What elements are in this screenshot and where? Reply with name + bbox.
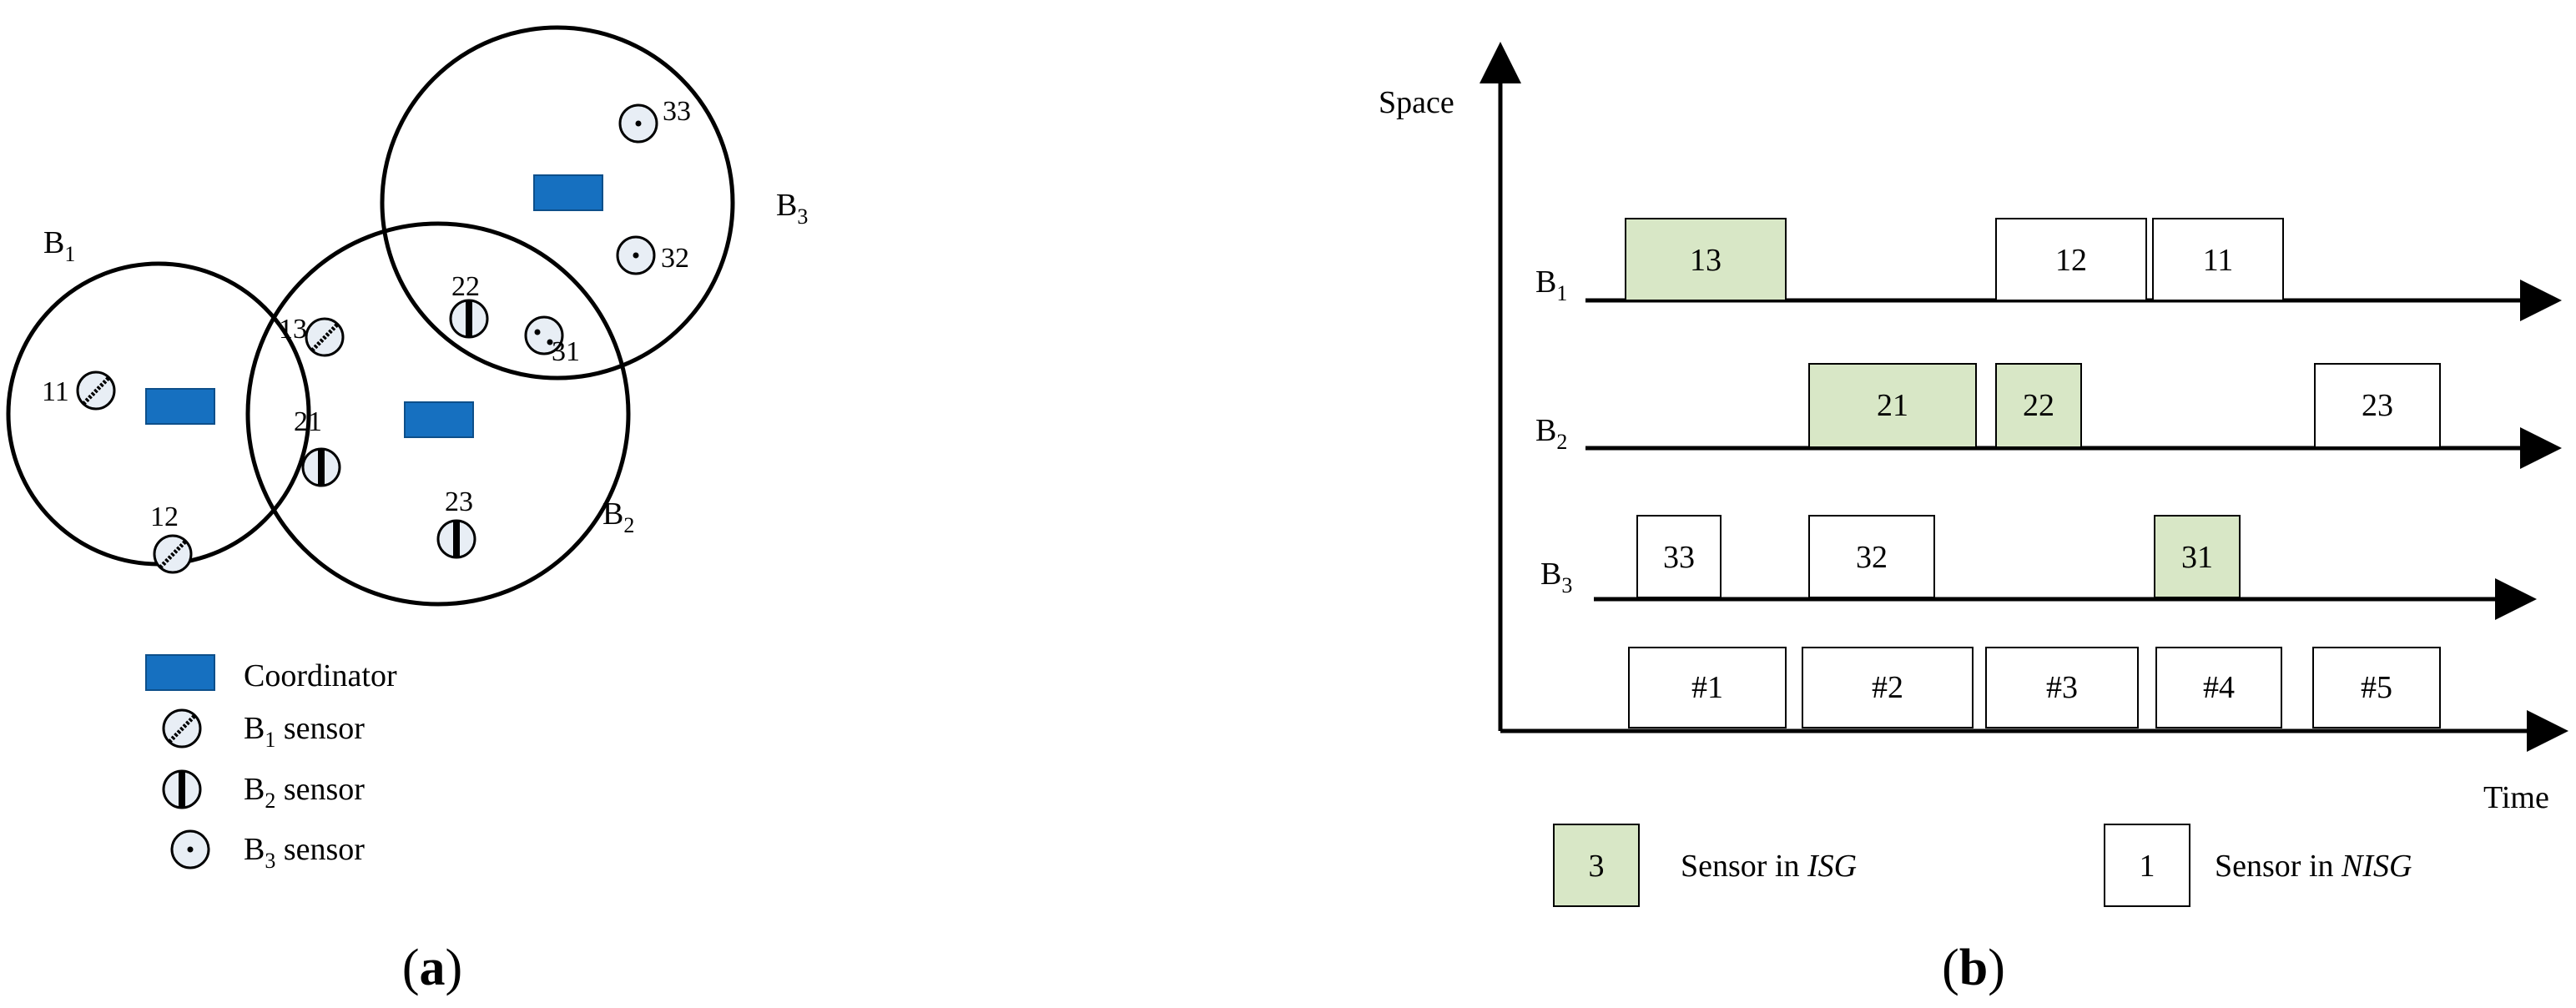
y-axis-label: Space — [1379, 85, 1454, 120]
slot-31-box — [2154, 515, 2241, 598]
sensor-label-12: 12 — [150, 501, 179, 532]
time-slot-4-box — [2155, 647, 2282, 728]
time-slot-1-box — [1628, 647, 1787, 728]
slot-12-box — [1995, 218, 2147, 301]
slot-13-box — [1625, 218, 1787, 301]
legend-nisg-text: Sensor in NISG — [2215, 849, 2412, 884]
time-slot-3-box — [1985, 647, 2139, 728]
sensor-13 — [305, 317, 345, 357]
coordinator-b1 — [145, 388, 215, 425]
ban-b3-label: B3 — [776, 188, 808, 229]
sensor-label-11: 11 — [42, 376, 69, 407]
x-axis-label: Time — [2483, 780, 2549, 815]
slot-31-label: 31 — [2181, 540, 2213, 575]
sensor-label-31: 31 — [552, 336, 580, 367]
sensor-11 — [76, 370, 116, 411]
slot-32-label: 32 — [1856, 540, 1888, 575]
legend-coordinator-swatch — [145, 654, 215, 691]
sensor-32 — [616, 235, 656, 275]
slot-21-label: 21 — [1877, 388, 1908, 423]
panel-b: Space Time B1 B2 B3 13 12 11 21 22 23 33 — [1379, 42, 2568, 996]
legend-nisg-box — [2104, 824, 2190, 907]
legend-b2-sensor-icon — [162, 769, 202, 809]
sensor-33 — [618, 103, 658, 144]
caption-a: (a) — [402, 940, 462, 996]
legend-isg-box — [1553, 824, 1640, 907]
time-slot-1-label: #1 — [1691, 670, 1723, 705]
sensor-23 — [436, 519, 476, 559]
slot-13-label: 13 — [1690, 243, 1722, 278]
slot-11-label: 11 — [2203, 243, 2234, 278]
time-slot-5-label: #5 — [2361, 670, 2392, 705]
slot-23-label: 23 — [2362, 388, 2393, 423]
legend-coordinator-text: Coordinator — [244, 658, 397, 693]
ban-b1-label: B1 — [43, 225, 75, 266]
slot-22-box — [1995, 363, 2082, 448]
legend-b3-sensor-icon — [170, 829, 210, 869]
sensor-31 — [524, 315, 564, 355]
coordinator-b2 — [404, 401, 474, 438]
legend-isg-text: Sensor in ISG — [1681, 849, 1857, 884]
panel-a: B1 B2 B3 11 12 13 — [6, 25, 808, 996]
sensor-12 — [153, 534, 193, 574]
sensor-label-23: 23 — [445, 486, 473, 517]
row-label-b1: B1 — [1535, 265, 1567, 305]
sensor-21 — [301, 447, 341, 487]
caption-b: (b) — [1942, 940, 2005, 996]
slot-11-box — [2152, 218, 2284, 301]
time-slot-4-label: #4 — [2203, 670, 2235, 705]
slot-33-label: 33 — [1663, 540, 1695, 575]
ban-b2-label: B2 — [602, 496, 634, 537]
slot-32-box — [1808, 515, 1935, 598]
sensor-label-22: 22 — [451, 271, 480, 302]
sensor-label-21: 21 — [294, 406, 322, 437]
ban-b3-range — [380, 25, 735, 381]
sensor-22 — [449, 299, 489, 339]
row-label-b3: B3 — [1540, 557, 1572, 597]
slot-22-label: 22 — [2023, 388, 2054, 423]
row-label-b2: B2 — [1535, 413, 1567, 454]
slot-12-label: 12 — [2055, 243, 2087, 278]
ban-b2-range — [245, 221, 631, 607]
legend-b: 3 Sensor in ISG 1 Sensor in NISG — [1553, 824, 2412, 907]
time-slot-2-box — [1802, 647, 1974, 728]
slot-33-box — [1636, 515, 1722, 598]
legend-b3-sensor-text: B3 sensor — [244, 832, 365, 873]
legend-a: Coordinator B1 sensor B2 sensor B3 senso… — [145, 654, 397, 873]
legend-b2-sensor-text: B2 sensor — [244, 772, 365, 813]
sensor-label-13: 13 — [279, 314, 307, 345]
legend-isg-box-label: 3 — [1589, 849, 1605, 884]
legend-b1-sensor-text: B1 sensor — [244, 711, 365, 752]
legend-nisg-box-label: 1 — [2140, 849, 2155, 884]
time-slot-2-label: #2 — [1872, 670, 1903, 705]
sensor-label-32: 32 — [661, 243, 689, 274]
time-slot-3-label: #3 — [2046, 670, 2078, 705]
time-slot-5-box — [2312, 647, 2441, 728]
legend-b1-sensor-icon — [162, 708, 202, 748]
slot-23-box — [2314, 363, 2441, 448]
coordinator-b3 — [533, 174, 603, 211]
slot-21-box — [1808, 363, 1977, 448]
sensor-label-33: 33 — [663, 96, 691, 127]
